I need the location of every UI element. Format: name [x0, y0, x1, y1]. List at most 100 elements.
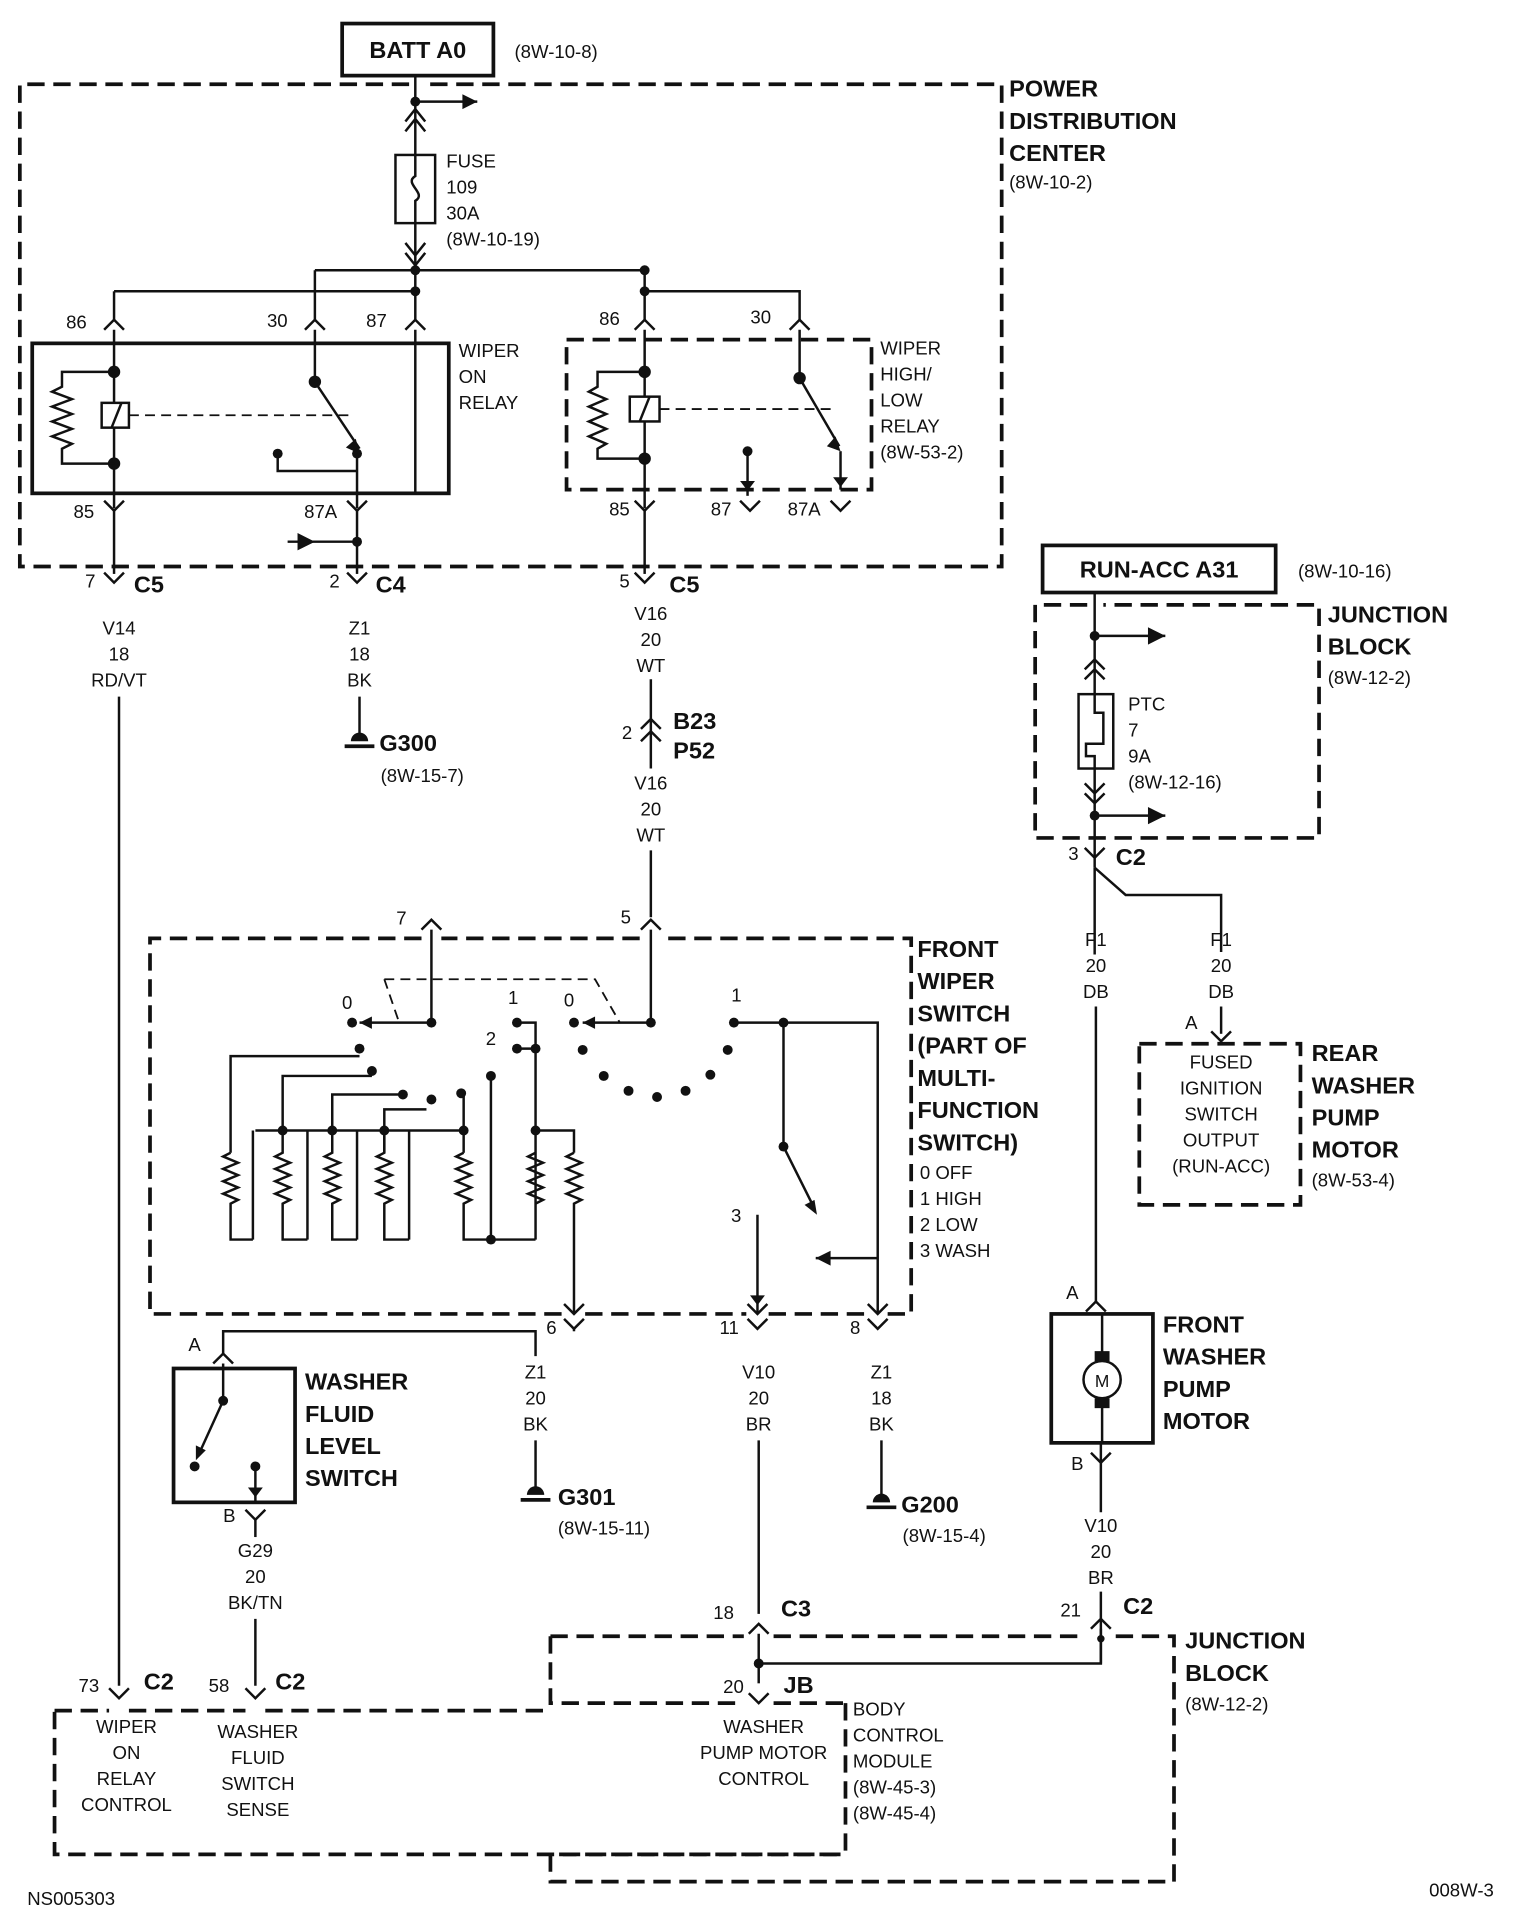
ptc-label-2: 7	[1128, 719, 1138, 740]
bcm-sense-line: WASHER	[217, 1721, 298, 1742]
fuse-label-1: FUSE	[446, 150, 496, 171]
rear-box-line: OUTPUT	[1183, 1130, 1259, 1151]
pos-label: 0	[564, 990, 574, 1011]
wire-v10-pump: V10 20 BR	[1084, 1515, 1117, 1588]
bcm-wiper-on-line: ON	[113, 1742, 141, 1763]
bcm-wiper-on-line: CONTROL	[81, 1794, 172, 1815]
relay1-label-2: ON	[459, 366, 487, 387]
ptc-label-3: 9A	[1128, 745, 1151, 766]
conn-pin: 5	[619, 571, 629, 592]
wire-z1-g200: Z1 18 BK	[869, 1361, 894, 1434]
wire-color: BR	[1088, 1567, 1114, 1588]
bcm-title: BODY	[853, 1699, 906, 1720]
ground-g200: G200 (8W-15-4)	[866, 1491, 986, 1546]
jb-ref: (8W-12-2)	[1328, 667, 1411, 688]
ptc-7: PTC 7 9A (8W-12-16)	[1077, 692, 1222, 792]
relay1-pin-87a: 87A	[304, 501, 338, 522]
ground-ref: (8W-15-7)	[381, 765, 464, 786]
wire-gauge: 20	[245, 1566, 266, 1587]
bcm-pump-line: WASHER	[723, 1716, 804, 1737]
bcm-ref: (8W-45-3)	[853, 1777, 936, 1798]
rear-box-line: SWITCH	[1184, 1104, 1257, 1125]
wiper-high-low-relay: 86 30 WIPER HIGH/ LOW RELAY (8W-53-2) 85…	[564, 307, 963, 520]
bcm-wiper-on-line: RELAY	[97, 1768, 157, 1789]
conn-name: C2	[1116, 844, 1146, 870]
footer-left: NS005303	[27, 1888, 115, 1909]
rear-pin-a: A	[1185, 1012, 1198, 1033]
level-title: FLUID	[305, 1401, 374, 1427]
wire-g29: G29 20 BK/TN	[228, 1540, 283, 1613]
connector-c3-18: 18 C3	[713, 1595, 811, 1635]
switch-title: FUNCTION	[917, 1097, 1039, 1123]
fuse-label-3: 30A	[446, 202, 480, 223]
bcm-ref: (8W-45-4)	[853, 1803, 936, 1824]
jb-title-2: BLOCK	[1185, 1660, 1269, 1686]
switch-title: MULTI-	[917, 1065, 995, 1091]
ground-name: G200	[901, 1491, 959, 1517]
wire-gauge: 20	[525, 1387, 546, 1408]
relay2-label-4: RELAY	[880, 416, 940, 437]
power-distribution-center: POWER DISTRIBUTION CENTER (8W-10-2)	[17, 76, 1177, 569]
batt-a0-source: BATT A0 (8W-10-8)	[340, 21, 598, 78]
connector-b23-p52: 2 B23 P52	[622, 708, 716, 764]
jb-ref: (8W-12-2)	[1185, 1694, 1268, 1715]
wire-gauge: 20	[1091, 1541, 1112, 1562]
relay1-pin-87: 87	[366, 310, 387, 331]
wire-circuit: V16	[634, 773, 667, 794]
conn-name: JB	[783, 1672, 813, 1698]
level-title: WASHER	[305, 1369, 408, 1395]
switch-title: SWITCH)	[917, 1129, 1018, 1155]
runacc-label: RUN-ACC A31	[1080, 557, 1239, 583]
rear-title: WASHER	[1312, 1072, 1415, 1098]
switch-pin-5: 5	[621, 906, 631, 927]
wire-z1-g301: Z1 20 BK	[523, 1361, 548, 1434]
fuse-label-2: 109	[446, 176, 477, 197]
batt-ref: (8W-10-8)	[514, 41, 597, 62]
fuse-109: FUSE 109 30A (8W-10-19)	[394, 150, 540, 249]
wire-color: DB	[1083, 981, 1109, 1002]
front-wiper-switch: FRONT WIPER SWITCH (PART OF MULTI- FUNCT…	[148, 906, 1039, 1316]
front-washer-pump-motor: A M FRONT WASHER PUMP MOTOR B	[1049, 1282, 1266, 1474]
level-title: LEVEL	[305, 1433, 381, 1459]
bcm-sense-line: SENSE	[226, 1799, 289, 1820]
connector-icon	[404, 107, 427, 133]
bcm-wiper-on-line: WIPER	[96, 1716, 157, 1737]
conn-pin: 20	[723, 1676, 744, 1697]
conn-name: B23	[673, 708, 716, 734]
wire-color: DB	[1208, 981, 1234, 1002]
rear-title: MOTOR	[1312, 1137, 1399, 1163]
wire-color: WT	[636, 655, 665, 676]
ground-ref: (8W-15-4)	[903, 1525, 986, 1546]
switch-legend: 0 OFF	[920, 1162, 973, 1183]
rear-washer-pump-motor: A FUSED IGNITION SWITCH OUTPUT (RUN-ACC)…	[1137, 1012, 1415, 1207]
wire-gauge: 20	[1211, 955, 1232, 976]
relay1-pin-86: 86	[66, 311, 87, 332]
conn-pin: 7	[85, 571, 95, 592]
bcm-sense-line: SWITCH	[221, 1773, 294, 1794]
wire-circuit: V14	[102, 618, 135, 639]
washer-fluid-level-switch: A WASHER FLUID LEVEL SWITCH B	[171, 1330, 537, 1526]
ground-icon	[350, 732, 369, 742]
conn-name: P52	[673, 738, 715, 764]
pos-label: 2	[486, 1028, 496, 1049]
arrow-icon	[1147, 806, 1166, 825]
arrow-icon	[1147, 627, 1166, 645]
conn-name: C5	[669, 572, 699, 598]
run-acc-a31-source: RUN-ACC A31 (8W-10-16)	[1040, 543, 1392, 595]
body-control-module: BODY CONTROL MODULE (8W-45-3) (8W-45-4) …	[52, 1699, 944, 1857]
switch-legend: 3 WASH	[920, 1240, 991, 1261]
wire-f1-rear: F1 20 DB	[1208, 929, 1234, 1002]
arrow-icon	[462, 94, 478, 110]
pos-label: 1	[508, 987, 518, 1008]
jb-title-1: JUNCTION	[1328, 601, 1448, 627]
ground-ref: (8W-15-11)	[558, 1518, 650, 1539]
wire-z1-g300: Z1 18 BK	[347, 618, 372, 691]
connector-c4-2: 2 C4	[329, 571, 405, 598]
conn-name: C3	[781, 1595, 811, 1621]
motor-letter: M	[1095, 1371, 1109, 1391]
motor-icon	[1082, 1359, 1122, 1400]
wire-gauge: 18	[109, 644, 130, 665]
conn-name: C4	[376, 572, 406, 598]
connector-c2-3: 3 C2	[1068, 843, 1146, 870]
relay1-pin-85: 85	[74, 501, 95, 522]
